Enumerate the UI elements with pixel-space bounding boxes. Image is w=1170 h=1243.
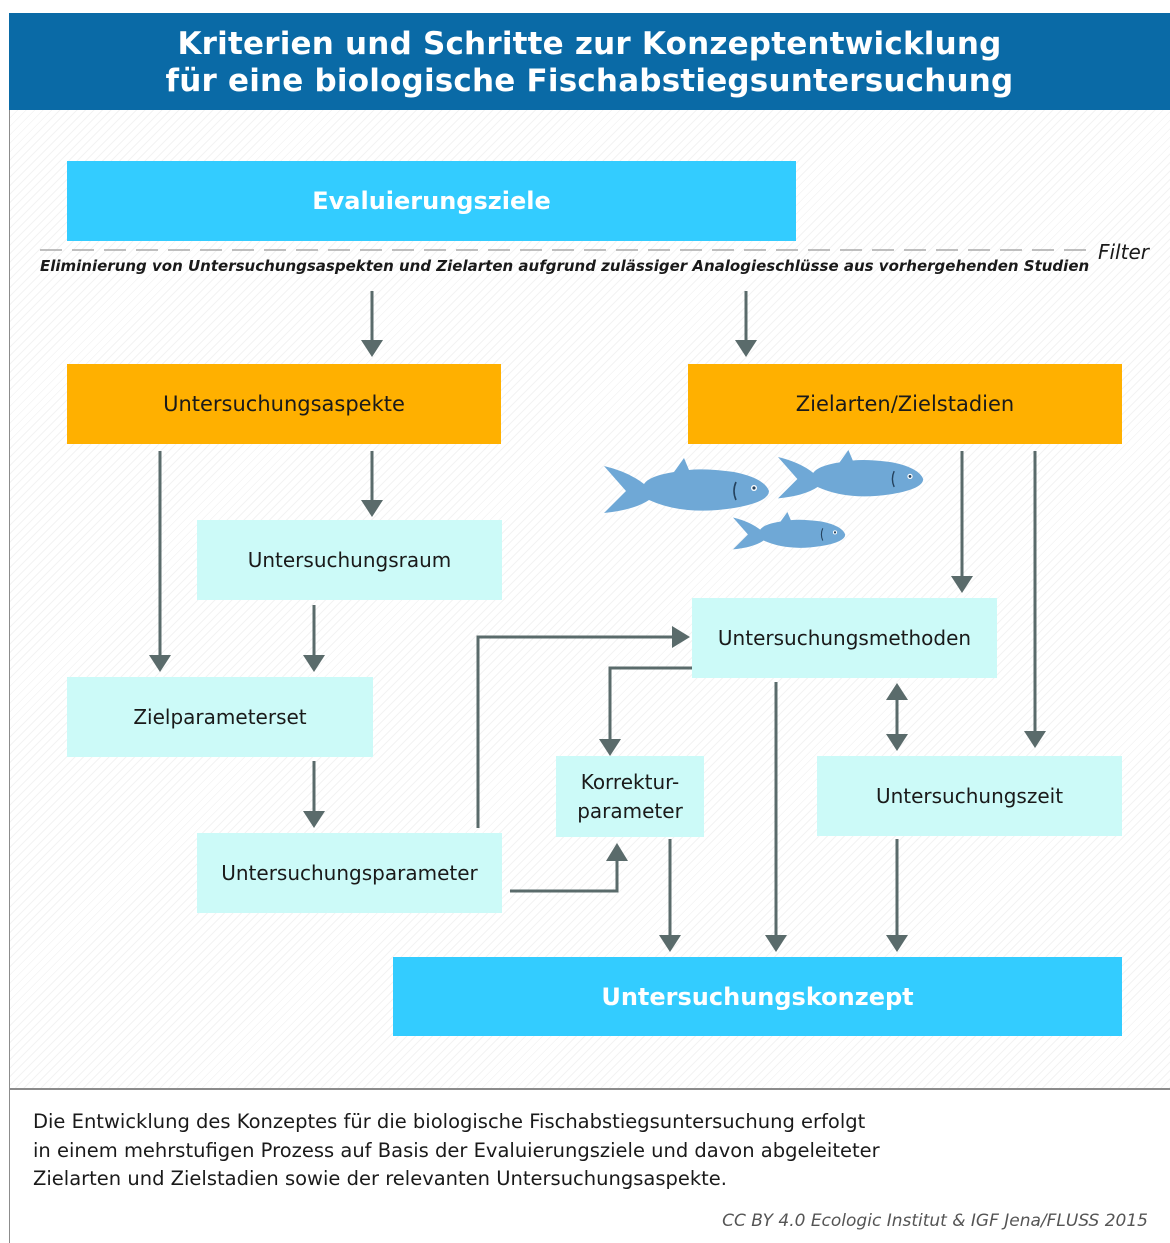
caption-area <box>9 1088 1170 1243</box>
fish-icon <box>604 458 769 513</box>
arrowhead <box>149 655 171 672</box>
arrowhead <box>606 843 628 861</box>
arrowhead <box>599 739 621 756</box>
arrowhead <box>886 683 908 700</box>
arrowhead <box>659 935 681 952</box>
node-evaluierungsziele: Evaluierungsziele <box>67 161 796 241</box>
caption-line-2: in einem mehrstufigen Prozess auf Basis … <box>33 1138 880 1162</box>
node-untersuchungskonzept: Untersuchungskonzept <box>393 957 1122 1036</box>
arrow-parameter-korrektur <box>510 860 619 893</box>
node-untersuchungsparameter: Untersuchungsparameter <box>197 833 502 913</box>
node-untersuchungsmethoden: Untersuchungsmethoden <box>692 598 997 678</box>
arrowhead <box>1024 731 1046 748</box>
arrow-methoden-korrektur <box>608 666 692 740</box>
title-line-1: Kriterien und Schritte zur Konzeptentwic… <box>177 26 1002 62</box>
arrowhead <box>303 655 325 672</box>
node-untersuchungsaspekte: Untersuchungsaspekte <box>67 364 501 444</box>
fish-icon <box>778 450 924 499</box>
arrowhead <box>303 811 325 828</box>
arrowhead <box>886 935 908 952</box>
header-banner: Kriterien und Schritte zur Konzeptentwic… <box>9 13 1170 110</box>
filter-note: Eliminierung von Untersuchungsaspekten u… <box>40 257 1090 275</box>
arrow-parameter-methoden <box>476 635 673 828</box>
caption-line-1: Die Entwicklung des Konzeptes für die bi… <box>33 1110 866 1133</box>
arrowhead <box>361 500 383 517</box>
node-korrekturparameter: Korrektur- parameter <box>556 756 704 837</box>
korrektur-line-1: Korrektur- <box>580 769 680 794</box>
node-untersuchungsraum: Untersuchungsraum <box>197 520 502 600</box>
arrowhead <box>735 340 757 357</box>
node-zielarten: Zielarten/Zielstadien <box>688 364 1122 444</box>
fish-icon <box>733 512 846 550</box>
arrowhead <box>765 935 787 952</box>
arrowhead <box>361 340 383 357</box>
filter-label: Filter <box>1098 240 1149 264</box>
title-line-2: für eine biologische Fischabstiegsunters… <box>165 63 1014 99</box>
node-zielparameterset: Zielparameterset <box>67 677 373 757</box>
caption-line-3: Zielarten und Zielstadien sowie der rele… <box>33 1167 728 1190</box>
arrowhead <box>951 576 973 593</box>
node-untersuchungszeit: Untersuchungszeit <box>817 756 1122 836</box>
caption: Die Entwicklung des Konzeptes für die bi… <box>33 1108 1133 1194</box>
arrowhead <box>672 626 690 648</box>
arrowhead <box>886 734 908 751</box>
korrektur-line-2: parameter <box>577 798 683 823</box>
credit-line: CC BY 4.0 Ecologic Institut & IGF Jena/F… <box>722 1211 1148 1231</box>
